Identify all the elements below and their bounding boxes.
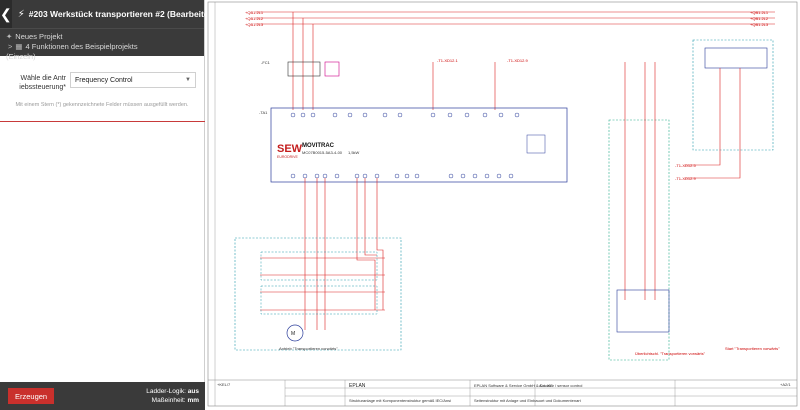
drive-control-label: Wähle die Antr iebssteuerung* [19, 75, 66, 91]
motor-cables [260, 178, 385, 330]
schematic-drawing: +QB1.2L1 +QB1.2L2 +QB1.2L3 +QB1.2L1 +QB1… [207, 1, 798, 407]
back-button[interactable]: ❮ [0, 0, 12, 28]
svg-text:-TA1: -TA1 [259, 110, 268, 115]
page-title: #203 Werkstück transportieren #2 (Bearbe… [28, 9, 217, 19]
ref-lines [432, 62, 496, 110]
start-caption: Start "Transportieren vorwärts" [725, 346, 780, 351]
title-field: Actuator / sensor control [539, 383, 582, 388]
lightning-icon: ⚡ [17, 8, 25, 20]
device-terminals [290, 112, 520, 179]
left-panel: ❮ ⚡ #203 Werkstück transportieren #2 (Be… [0, 0, 217, 410]
bus-label-right-l3: +QB1.2L3 [750, 22, 769, 27]
project-icon: ✦ [6, 32, 13, 41]
chevron-down-icon: ▼ [185, 77, 191, 83]
bus-label-l1: +QB1.2L1 [245, 10, 264, 15]
bus-label-right-l2: +QB1.2L2 [750, 16, 769, 21]
breadcrumb: ✦ Neues Projekt > ▦ 4 Funktionen des Bei… [0, 28, 204, 61]
config-form: Wähle die Antr iebssteuerung* Frequency … [0, 56, 204, 108]
title-block [284, 380, 797, 406]
svg-text:EURODRIVE: EURODRIVE [277, 155, 298, 159]
chevron-left-icon: ❮ [0, 5, 12, 22]
device-display [526, 134, 546, 154]
ref-label-4: -T1-XD12.9 [675, 176, 696, 181]
bus-label-l3: +QB1.2L3 [245, 22, 264, 27]
fuse-block [287, 12, 321, 110]
chevron-right-icon: > [8, 42, 13, 51]
ref-label-3: -T1-XD12.5 [675, 163, 696, 168]
bus-label-l2: +QB1.2L2 [245, 16, 264, 21]
title-desc-1: Strukturanlage mit Komponentenstruktur g… [349, 398, 451, 403]
footer-bar: Erzeugen Ladder-Logik: aus Maßeinheit: m… [0, 382, 205, 410]
motor-box [234, 237, 402, 351]
sensor-device[interactable] [616, 289, 670, 333]
breadcrumb-project[interactable]: ✦ Neues Projekt [6, 32, 63, 41]
title-desc-2: Seitenstruktur mit Anlage und Einbauort … [474, 398, 582, 403]
sensor-caption: Überlichtschl. "Transportieren vorwärts" [635, 351, 706, 356]
motor-caption: Antrieb "Transportieren vorwärts" [279, 346, 338, 351]
device-type: MC07B0015-5A3-4-00 [302, 150, 343, 155]
breadcrumb-functions-suffix: (Einzeln) [6, 52, 36, 61]
footer-info: Ladder-Logik: aus Maßeinheit: mm [146, 388, 199, 404]
title-company: EPLAN Software & Service GmbH & Co. KG [474, 383, 553, 388]
fuse-label: -FC1 [261, 60, 271, 65]
required-fields-hint: Mit einem Stern (*) gekennzeichnete Feld… [15, 102, 189, 108]
start-wires [685, 68, 741, 179]
device-model: MOVITRAC [302, 143, 335, 149]
breadcrumb-functions[interactable]: > ▦ 4 Funktionen des Beispielprojekts [8, 42, 138, 51]
device-power: 1,5kW [348, 150, 360, 155]
device-brand: SEW [277, 143, 303, 155]
fuse-aux [324, 61, 340, 77]
create-button[interactable]: Erzeugen [8, 388, 55, 404]
section-divider [0, 121, 205, 122]
schematic-viewer[interactable]: +QB1.2L1 +QB1.2L2 +QB1.2L3 +QB1.2L1 +QB1… [205, 0, 800, 410]
inverter-device[interactable] [270, 107, 568, 183]
ref-label-2: -T1-XD12.9 [507, 58, 528, 63]
start-device[interactable] [704, 47, 768, 69]
bus-lines [255, 11, 775, 25]
corner-left: +KEL/7 [217, 382, 231, 387]
corner-right: +A2/1 [780, 382, 791, 387]
sensor-box [608, 119, 670, 361]
title-bar: ❮ ⚡ #203 Werkstück transportieren #2 (Be… [0, 0, 217, 28]
list-icon: ▦ [15, 42, 23, 51]
drive-control-select[interactable]: Frequency Control ▼ [70, 72, 196, 88]
motor-symbol[interactable] [286, 324, 304, 342]
svg-text:M: M [291, 331, 295, 337]
bus-label-right-l1: +QB1.2L1 [750, 10, 769, 15]
title-eplan: EPLAN [349, 383, 366, 389]
ref-label-1: -T1-XD12.1 [437, 58, 458, 63]
start-box [692, 39, 774, 151]
sensor-wires [624, 62, 656, 300]
